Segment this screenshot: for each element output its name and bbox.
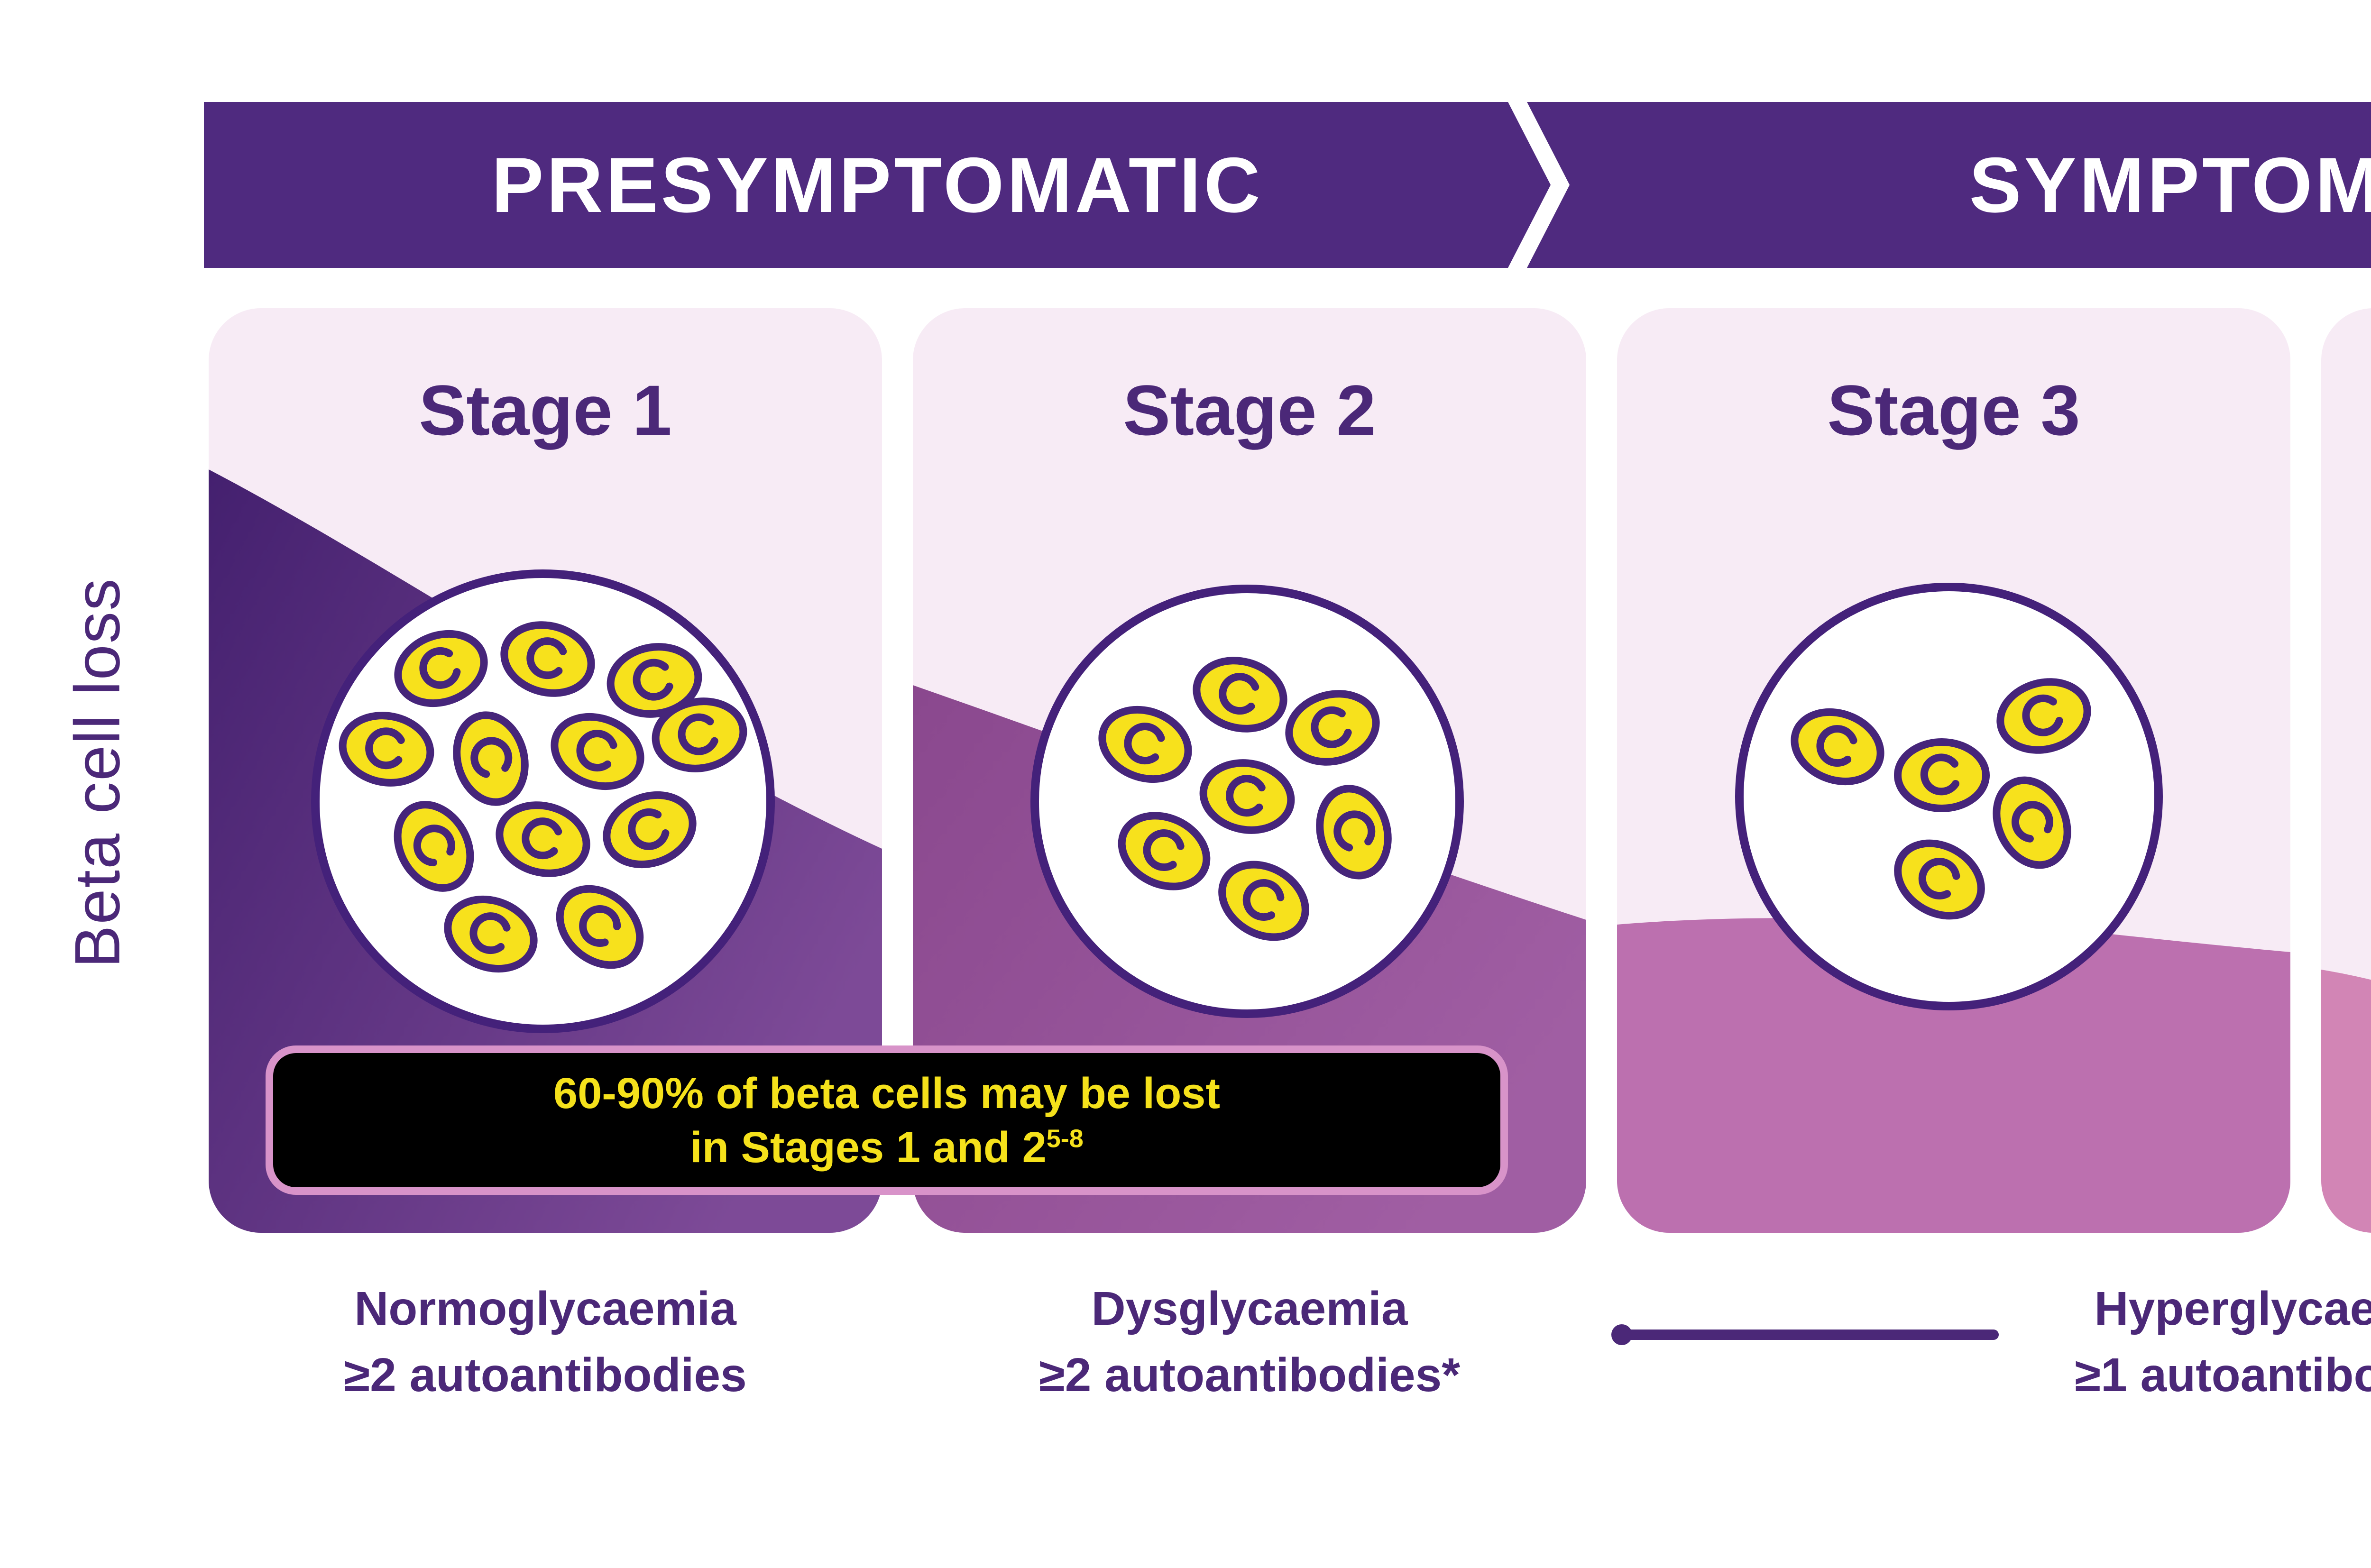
beta-cell	[444, 895, 538, 973]
stages-3-4-footnote: Hyperglycaemia ≥1 autoantibodies	[1939, 1275, 2371, 1408]
beta-cell	[1894, 738, 1990, 812]
callout-reference-superscript: 5-8	[1046, 1124, 1084, 1153]
hyperglycaemia-range-line-left	[1622, 1330, 1999, 1340]
stage-2-footnote: Dysglycaemia ≥2 autoantibodies*	[913, 1275, 1586, 1408]
stage-4-title: Stage 4	[2321, 375, 2371, 446]
beta-cell	[1218, 861, 1309, 941]
stage-3-title: Stage 3	[1827, 370, 2080, 450]
beta-cell-loss-callout: 60-90% of beta cells may be lost in Stag…	[266, 1045, 1508, 1195]
stage-2-autoantibody-label: ≥2 autoantibodies*	[1038, 1348, 1461, 1402]
beta-cell-loss-wedge	[1617, 918, 2290, 1233]
beta-cell	[652, 697, 747, 772]
stage-3-islet-graphic	[1617, 583, 2290, 1233]
beta-cell	[1199, 759, 1295, 834]
symptomatic-banner-label: SYMPTOMATIC	[1969, 141, 2371, 229]
hyperglycaemia-range-dot-left	[1611, 1324, 1632, 1345]
stage-1-card: Stage 1	[209, 308, 882, 1233]
beta-cell	[607, 643, 702, 718]
stage-3-card: Stage 3	[1617, 308, 2290, 1233]
beta-cell	[1791, 708, 1884, 786]
beta-cell	[1285, 690, 1380, 766]
beta-cell	[394, 630, 488, 707]
beta-cell	[603, 791, 697, 869]
beta-cell	[1193, 657, 1287, 733]
beta-cell	[500, 621, 595, 697]
stage-1-footnote: Normoglycaemia ≥2 autoantibodies	[209, 1275, 882, 1408]
stage-2-glycaemia-label: Dysglycaemia	[1091, 1282, 1408, 1335]
callout-line-1: 60-90% of beta cells may be lost	[553, 1069, 1221, 1118]
beta-cell-loss-axis-label: Beta cell loss	[61, 578, 133, 968]
presymptomatic-banner-label: PRESYMPTOMATIC	[491, 141, 1263, 229]
stages-3-4-autoantibody-label: ≥1 autoantibodies	[2075, 1348, 2371, 1402]
beta-cell	[1894, 839, 1985, 920]
presymptomatic-banner: PRESYMPTOMATIC	[204, 102, 1551, 268]
stage-4-card: Stage 4	[2321, 308, 2371, 1233]
beta-cell	[339, 712, 434, 787]
beta-cell-loss-wedge	[2321, 970, 2371, 1233]
beta-cell	[394, 801, 474, 892]
stage-2-title: Stage 2	[1123, 370, 1376, 450]
stage-1-islet-graphic	[209, 469, 882, 1233]
stages-3-4-glycaemia-label: Hyperglycaemia	[2094, 1282, 2371, 1335]
symptomatic-banner: SYMPTOMATIC	[1527, 102, 2371, 268]
stage-1-autoantibody-label: ≥2 autoantibodies	[344, 1348, 747, 1402]
beta-cell	[1098, 706, 1192, 783]
beta-cell	[1118, 812, 1211, 890]
stage-4-islet-graphic	[2321, 970, 2371, 1233]
callout-line-2-text: in Stages 1 and 2	[690, 1123, 1047, 1172]
beta-cell	[1316, 785, 1392, 880]
beta-cell	[1993, 776, 2071, 869]
beta-cell	[453, 711, 529, 806]
beta-cell	[551, 713, 644, 790]
callout-line-2: in Stages 1 and 25-8	[690, 1124, 1084, 1171]
beta-cell	[1996, 678, 2091, 754]
beta-cell	[496, 801, 590, 877]
stage-1-glycaemia-label: Normoglycaemia	[354, 1282, 736, 1335]
stage-1-title: Stage 1	[419, 370, 672, 450]
beta-cell	[556, 885, 644, 969]
